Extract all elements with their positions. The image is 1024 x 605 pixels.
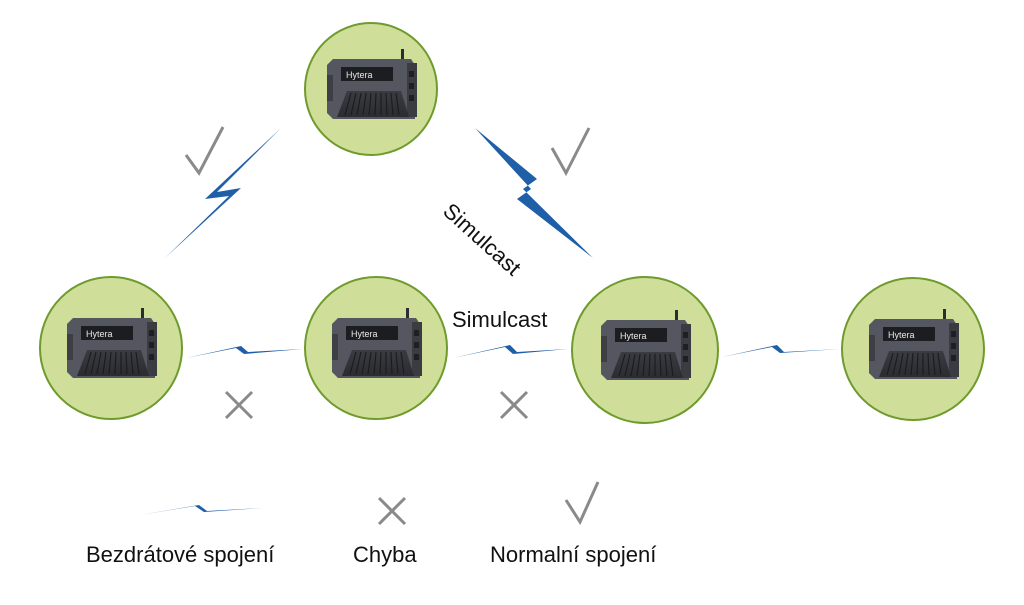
cross-icon bbox=[377, 496, 407, 526]
simulcast-label: Simulcast bbox=[452, 307, 548, 332]
check-icon bbox=[564, 481, 600, 526]
repeater-top bbox=[304, 22, 438, 156]
lightning-bolt-icon bbox=[722, 345, 840, 357]
check-icon bbox=[550, 127, 591, 177]
lightning-bolt-icon bbox=[140, 505, 263, 515]
repeater-far-right bbox=[841, 277, 985, 421]
repeater-right bbox=[571, 276, 719, 424]
lightning-bolt-icon bbox=[165, 128, 281, 258]
legend-normal-label: Normalní spojení bbox=[490, 542, 657, 567]
repeater-mid bbox=[304, 276, 448, 420]
cross-icon bbox=[499, 390, 529, 420]
check-icon bbox=[184, 126, 225, 176]
cross-icon bbox=[224, 390, 254, 420]
lightning-bolt-icon bbox=[453, 345, 568, 358]
lightning-bolt-icon bbox=[186, 346, 303, 358]
repeater-left bbox=[39, 276, 183, 420]
legend-error-label: Chyba bbox=[353, 542, 417, 567]
legend-wireless-label: Bezdrátové spojení bbox=[86, 542, 275, 567]
